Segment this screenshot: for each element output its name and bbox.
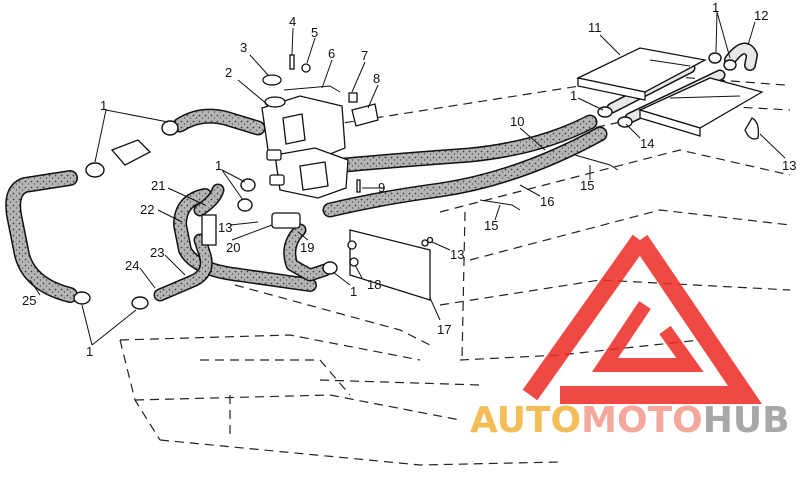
label-part-15: 15 [484, 218, 498, 233]
label-part-18: 18 [367, 277, 381, 292]
label-part-20: 20 [226, 240, 240, 255]
label-part-25: 25 [22, 293, 36, 308]
label-part-13: 13 [218, 220, 232, 235]
label-part-13: 13 [782, 158, 796, 173]
label-part-1: 1 [100, 98, 107, 113]
label-part-3: 3 [240, 40, 247, 55]
label-part-9: 9 [378, 180, 385, 195]
label-part-8: 8 [373, 71, 380, 86]
label-part-6: 6 [328, 46, 335, 61]
label-part-14: 14 [640, 136, 654, 151]
label-part-15: 15 [580, 178, 594, 193]
label-part-19: 19 [300, 240, 314, 255]
label-part-1: 1 [215, 158, 222, 173]
label-part-10: 10 [510, 114, 524, 129]
label-part-17: 17 [437, 322, 451, 337]
label-part-22: 22 [140, 202, 154, 217]
watermark-word: AUTOMOTOHUB [470, 400, 790, 441]
label-part-1: 1 [712, 0, 719, 15]
coolant-tank [261, 95, 349, 199]
label-part-21: 21 [151, 178, 165, 193]
label-part-11: 11 [588, 20, 602, 35]
label-part-4: 4 [289, 14, 296, 29]
label-part-23: 23 [150, 245, 164, 260]
label-part-1: 1 [86, 344, 93, 359]
label-part-16: 16 [540, 194, 554, 209]
label-part-12: 12 [754, 8, 768, 23]
label-part-2: 2 [225, 65, 232, 80]
leader-lines [29, 11, 786, 346]
label-part-24: 24 [125, 258, 139, 273]
part-labels: 1 1 1 1 1 1 3 4 5 2 6 7 8 9 10 11 12 13 … [22, 0, 796, 359]
watermark-triangle [522, 234, 762, 404]
label-part-1: 1 [350, 284, 357, 299]
heat-exchanger [575, 47, 764, 137]
watermark-logo: AUTOMOTOHUB [470, 234, 790, 441]
label-part-1: 1 [570, 88, 577, 103]
hoses [5, 42, 758, 303]
label-part-7: 7 [361, 48, 368, 63]
label-part-5: 5 [311, 25, 318, 40]
label-part-13: 13 [450, 247, 464, 262]
small-parts [110, 54, 760, 301]
